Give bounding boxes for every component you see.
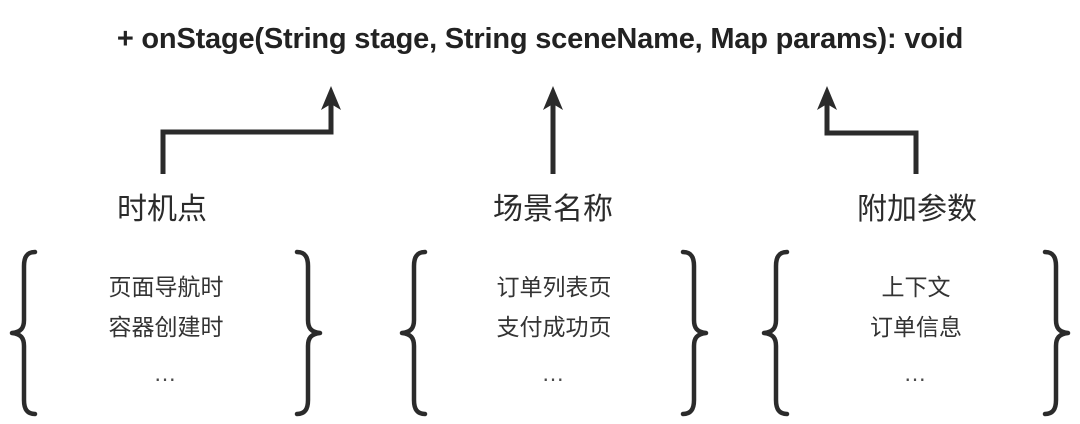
value-list-params: 上下文 订单信息 … bbox=[792, 267, 1040, 399]
list-item-ellipsis: … bbox=[153, 360, 179, 386]
right-brace-icon bbox=[1042, 249, 1071, 417]
category-label-stage: 时机点 bbox=[117, 193, 207, 226]
value-list-scene-name: 订单列表页 支付成功页 … bbox=[430, 267, 678, 399]
list-item: 页面导航时 bbox=[108, 274, 224, 300]
list-item: 订单信息 bbox=[870, 314, 962, 340]
value-list-stage: 页面导航时 容器创建时 … bbox=[40, 267, 292, 399]
list-item-ellipsis: … bbox=[541, 360, 567, 386]
left-brace-icon bbox=[399, 249, 428, 417]
right-brace-icon bbox=[680, 249, 709, 417]
list-item: 容器创建时 bbox=[108, 314, 224, 340]
category-label-scene-name: 场景名称 bbox=[493, 193, 613, 226]
list-item: 上下文 bbox=[881, 274, 951, 300]
left-brace-icon bbox=[761, 249, 790, 417]
method-signature: + onStage(String stage, String sceneName… bbox=[116, 23, 964, 55]
value-group-params: 上下文 订单信息 … bbox=[758, 248, 1074, 418]
value-group-stage: 页面导航时 容器创建时 … bbox=[6, 248, 326, 418]
arrow-stage bbox=[160, 86, 341, 174]
arrow-scene-name bbox=[543, 86, 563, 174]
list-item: 订单列表页 bbox=[496, 274, 612, 300]
right-brace-icon bbox=[294, 249, 323, 417]
category-label-params: 附加参数 bbox=[857, 193, 977, 226]
list-item-ellipsis: … bbox=[903, 360, 929, 386]
left-brace-icon bbox=[9, 249, 38, 417]
value-group-scene-name: 订单列表页 支付成功页 … bbox=[396, 248, 712, 418]
list-item: 支付成功页 bbox=[496, 314, 612, 340]
arrow-params bbox=[817, 86, 919, 174]
